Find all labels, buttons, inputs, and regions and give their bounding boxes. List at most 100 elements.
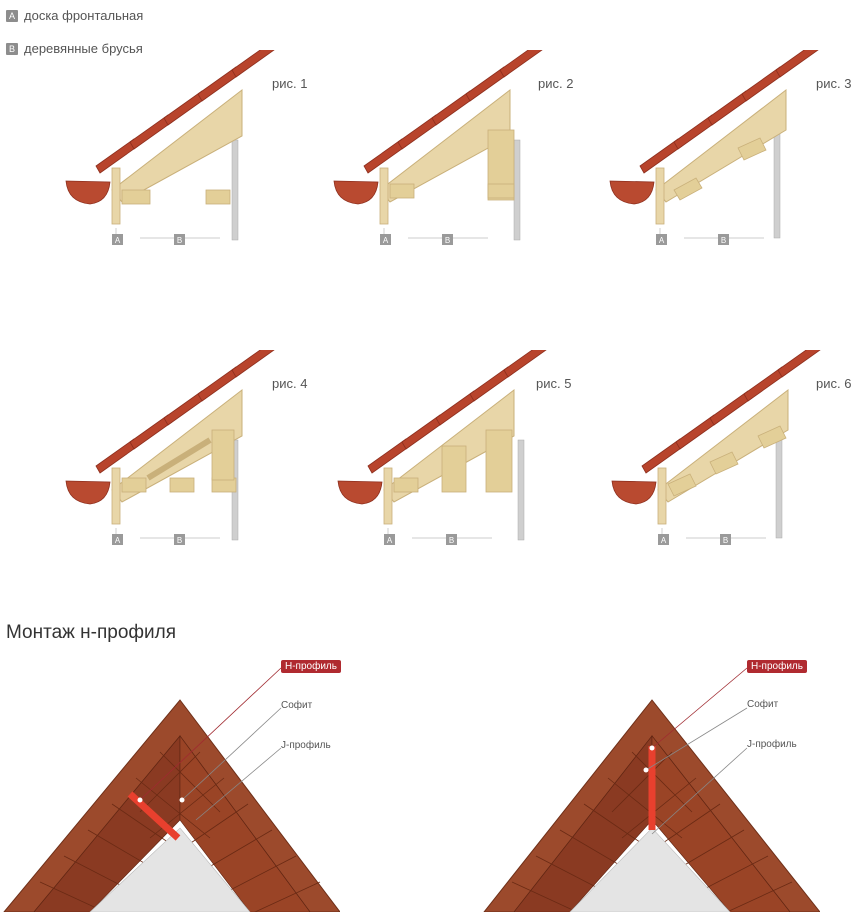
figure-label-2: рис. 2	[538, 76, 574, 91]
tag-a: A	[659, 236, 665, 245]
strut	[146, 437, 212, 481]
soffit-right-wing	[179, 735, 311, 912]
section-title: Монтаж н-профиля	[6, 622, 177, 643]
beam	[121, 477, 147, 493]
gutter	[65, 480, 111, 505]
leader-line-hprofile	[651, 667, 748, 749]
gutter	[611, 480, 657, 505]
tag-a-bg	[384, 534, 395, 545]
hprofile-panel-right: Н-профиль Софит J-профиль	[480, 660, 820, 912]
soffit-panel-line	[39, 881, 106, 912]
beam	[709, 451, 739, 475]
tag-b-bg	[720, 534, 731, 545]
wall	[231, 139, 239, 241]
legend-text-b: деревянные брусья	[24, 41, 143, 56]
beam	[393, 477, 419, 493]
tag-b: B	[445, 236, 450, 245]
callout-hprofile-left: Н-профиль	[281, 660, 341, 673]
wall	[773, 127, 781, 239]
wall	[775, 427, 783, 539]
hprofile-diagram-right	[483, 667, 820, 912]
gutter	[609, 180, 655, 205]
leader-dot	[649, 745, 655, 751]
callout-jprofile-left: J-профиль	[281, 740, 331, 751]
fascia-board	[379, 167, 389, 225]
leader-line-soffit	[181, 707, 282, 801]
tag-b: B	[177, 236, 182, 245]
beam	[121, 189, 151, 205]
soffit-panel-line	[511, 881, 578, 912]
gutter	[337, 480, 383, 505]
beam	[757, 425, 787, 449]
tag-b: B	[449, 536, 454, 545]
vertical-post	[441, 445, 467, 493]
beam	[487, 183, 515, 199]
legend-text-a: доска фронтальная	[24, 8, 144, 23]
tag-a: A	[383, 236, 389, 245]
beam	[667, 473, 697, 497]
legend-badge-a: A	[6, 9, 18, 22]
fascia-board	[657, 467, 667, 525]
leader-line-soffit	[645, 707, 748, 771]
tag-b-bg	[446, 534, 457, 545]
beam	[673, 177, 703, 201]
tag-b: B	[721, 236, 726, 245]
gutter	[333, 180, 379, 205]
roof-tile	[231, 50, 275, 78]
legend-item-a: A доска фронтальная	[6, 8, 143, 23]
hprofile-diagram-left	[3, 667, 340, 912]
leader-line-jprofile	[195, 747, 282, 821]
tag-b: B	[723, 536, 728, 545]
figure-label-1: рис. 1	[272, 76, 308, 91]
soffit-panel-line	[254, 881, 321, 912]
roof-tile	[231, 350, 275, 378]
fascia-frame	[3, 699, 340, 912]
wall	[517, 439, 525, 541]
wall	[513, 139, 521, 241]
fascia-board	[383, 467, 393, 525]
fascia-board	[111, 467, 121, 525]
tag-b-bg	[718, 234, 729, 245]
soffit-panel-line	[611, 751, 673, 813]
tag-b-bg	[442, 234, 453, 245]
callout-jprofile-right: J-профиль	[747, 739, 797, 750]
callout-hprofile-right: Н-профиль	[747, 660, 807, 673]
callout-soffit-right: Софит	[747, 699, 779, 710]
tag-a-bg	[656, 234, 667, 245]
beam	[169, 477, 195, 493]
beam	[205, 189, 231, 205]
soffit-panel-line	[726, 881, 793, 912]
wall-corner	[569, 827, 731, 912]
fascia-board	[655, 167, 665, 225]
soffit-panel-line	[139, 751, 201, 813]
leader-dot	[179, 797, 185, 803]
beam	[389, 183, 415, 199]
leader-dot	[137, 797, 143, 803]
tag-a: A	[387, 536, 393, 545]
vertical-post	[485, 429, 513, 493]
tag-b: B	[177, 536, 182, 545]
figure-label-4: рис. 4	[272, 376, 308, 391]
tag-b-bg	[174, 234, 185, 245]
roof-tile	[503, 350, 547, 378]
leader-line-jprofile	[651, 747, 748, 835]
tag-a: A	[661, 536, 667, 545]
roof-tile	[777, 350, 821, 378]
wall-corner	[89, 827, 251, 912]
tag-b-bg	[174, 534, 185, 545]
tag-a: A	[115, 236, 121, 245]
fascia-frame	[483, 699, 820, 912]
soffit-panel-line	[135, 777, 211, 839]
gutter	[65, 180, 111, 205]
